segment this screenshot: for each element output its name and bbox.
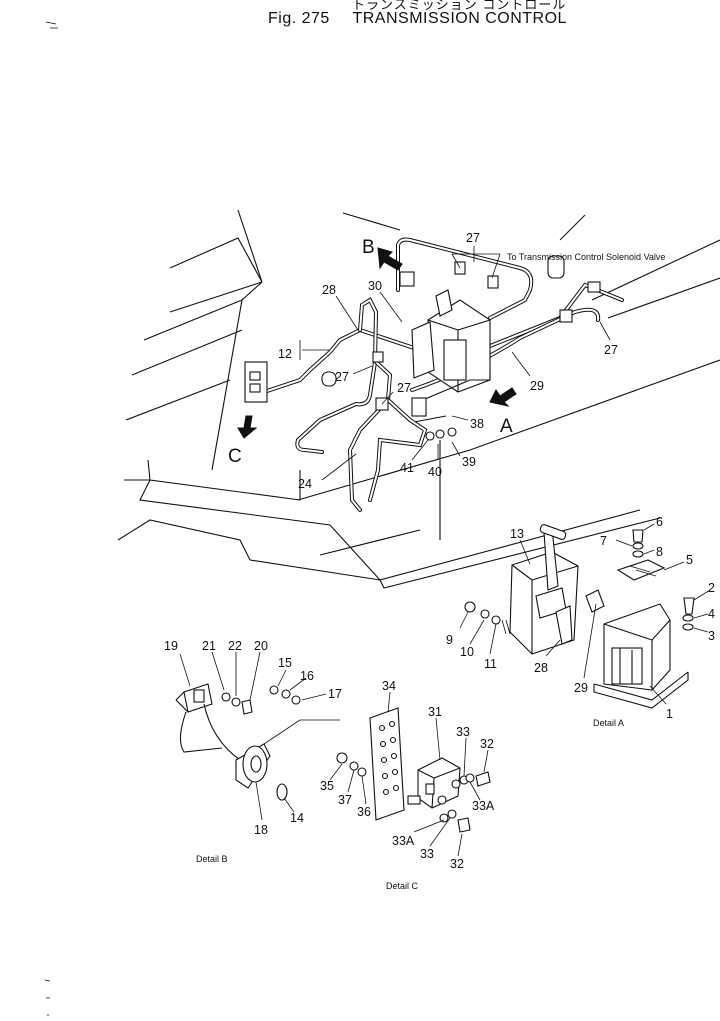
main-callouts: 27 28 30 12 27 27 27 29 38 41 40 39 24 xyxy=(278,231,618,491)
callout: 3 xyxy=(708,629,715,643)
main-leaders xyxy=(299,246,611,481)
callout: 6 xyxy=(656,515,663,529)
view-arrow-label: C xyxy=(228,446,242,467)
detail-a-leaders xyxy=(459,523,711,705)
callout: 41 xyxy=(400,461,414,475)
control-lever-box-main xyxy=(411,289,491,417)
callout: 29 xyxy=(530,379,544,393)
view-arrow-label: B xyxy=(362,237,375,258)
callout: 20 xyxy=(254,639,268,653)
callout: 39 xyxy=(462,455,476,469)
detail-c-leaders xyxy=(329,691,489,857)
callout: 7 xyxy=(600,534,607,548)
callout: 16 xyxy=(300,669,314,683)
callout: 38 xyxy=(470,417,484,431)
callout: 28 xyxy=(534,661,548,675)
callout: 21 xyxy=(202,639,216,653)
detail-b-callouts: 19 21 22 20 15 16 17 18 14 Detail B xyxy=(164,639,342,864)
callout: 27 xyxy=(466,231,480,245)
callout: 8 xyxy=(656,545,663,559)
machine-frame xyxy=(117,209,720,589)
callout: 15 xyxy=(278,656,292,670)
callout: 31 xyxy=(428,705,442,719)
callout: 33 xyxy=(420,847,434,861)
callout: 40 xyxy=(428,465,442,479)
callout: 34 xyxy=(382,679,396,693)
view-arrows: B A C xyxy=(228,237,517,467)
callout: 35 xyxy=(320,779,334,793)
detail-c-drawing xyxy=(336,707,491,833)
callout: 18 xyxy=(254,823,268,837)
detail-a-drawing xyxy=(509,524,689,709)
detail-a-callouts: 13 6 7 8 5 2 4 3 9 10 11 28 29 1 Detail … xyxy=(446,515,715,728)
figure-number: Fig. 275 xyxy=(268,10,330,27)
margin-marks xyxy=(44,21,58,1016)
view-arrow-label: A xyxy=(500,416,513,437)
callout: 33A xyxy=(472,799,495,813)
figure-title-text: TRANSMISSION CONTROL xyxy=(352,10,567,27)
callout: 27 xyxy=(604,343,618,357)
callout: 33A xyxy=(392,834,415,848)
callout: 1 xyxy=(666,707,673,721)
callout: 29 xyxy=(574,681,588,695)
callout: 14 xyxy=(290,811,304,825)
callout: 2 xyxy=(708,581,715,595)
figure-title: Fig. 275 TRANSMISSION CONTROL xyxy=(268,10,567,28)
detail-b-label: Detail B xyxy=(196,854,228,864)
detail-a-label: Detail A xyxy=(593,718,624,728)
callout: 4 xyxy=(708,607,715,621)
detail-b-leaders xyxy=(179,651,340,821)
callout: 9 xyxy=(446,633,453,647)
callout: 22 xyxy=(228,639,242,653)
callout: 33 xyxy=(456,725,470,739)
callout: 11 xyxy=(484,657,497,671)
callout: 27 xyxy=(335,370,349,384)
detail-c-callouts: 34 31 33 32 35 37 36 33A 33A 33 32 Detai… xyxy=(320,679,495,891)
callout: 10 xyxy=(460,645,474,659)
callout: 37 xyxy=(338,793,352,807)
detail-c-label: Detail C xyxy=(386,881,419,891)
callout: 32 xyxy=(450,857,464,871)
detail-a-fasteners xyxy=(464,529,695,631)
callout: 30 xyxy=(368,279,382,293)
callout: 36 xyxy=(357,805,371,819)
fasteners-main xyxy=(425,427,457,441)
callout: 32 xyxy=(480,737,494,751)
detail-b-drawing xyxy=(175,683,301,801)
hose-assembly xyxy=(253,237,624,512)
callout: 24 xyxy=(298,477,312,491)
figure-title-japanese: トランスミッション コントロール xyxy=(352,0,567,12)
callout: 13 xyxy=(510,527,524,541)
callout: 12 xyxy=(278,347,292,361)
callout: 5 xyxy=(686,553,693,567)
destination-note: To Transmission Control Solenoid Valve xyxy=(507,252,665,262)
callout: 19 xyxy=(164,639,178,653)
callout: 28 xyxy=(322,283,336,297)
callout: 17 xyxy=(328,687,342,701)
callout: 27 xyxy=(397,381,411,395)
